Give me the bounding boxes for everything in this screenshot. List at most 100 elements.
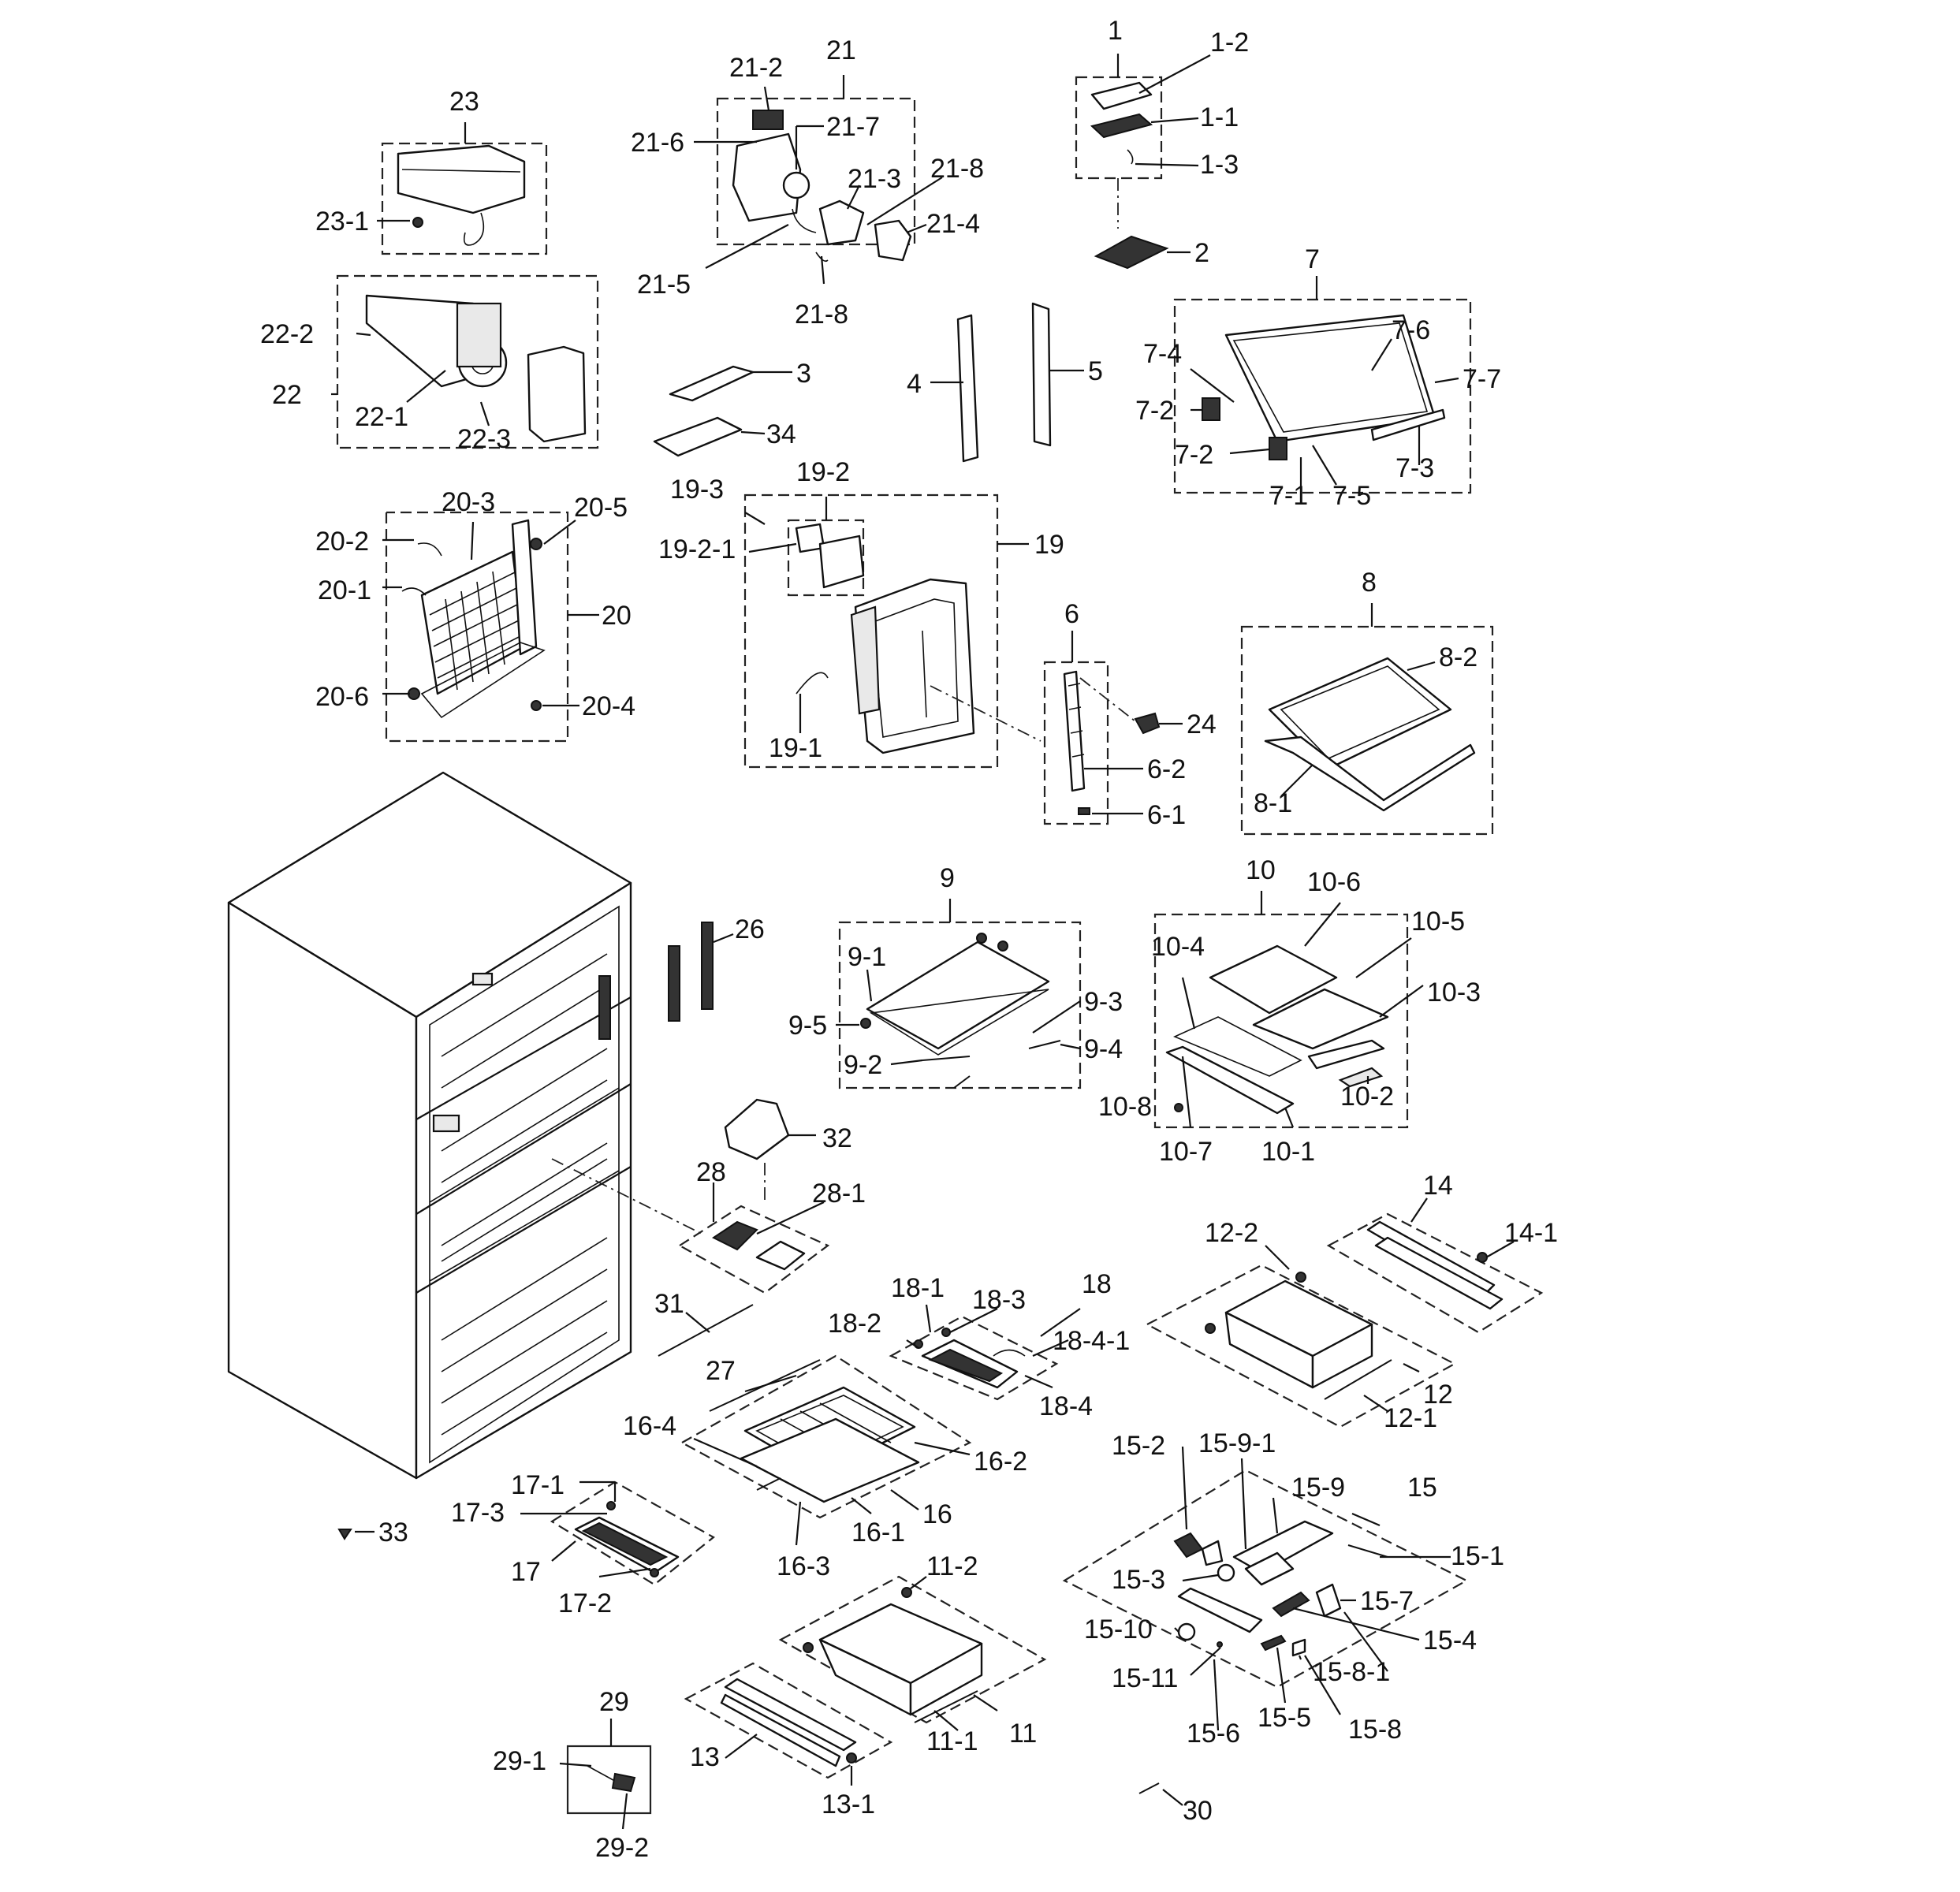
- group-6-box: [1043, 661, 1109, 825]
- shelf-10: [1165, 944, 1389, 1115]
- ice-bucket-auger-22: [365, 294, 508, 388]
- part-32: [724, 1098, 790, 1160]
- callout-21-6: 21-6: [631, 128, 684, 158]
- group-14-box: [1326, 1212, 1544, 1334]
- callout-15-8: 15-8: [1348, 1715, 1402, 1745]
- callout-6-2: 6-2: [1147, 754, 1186, 784]
- callout-7-4: 7-4: [1143, 339, 1182, 369]
- callout-13-1: 13-1: [822, 1790, 875, 1819]
- crisper-11: [803, 1587, 983, 1723]
- callout-20-4: 20-4: [582, 691, 635, 721]
- callout-19-3: 19-3: [670, 475, 724, 505]
- callout-1-1: 1-1: [1200, 102, 1239, 132]
- crisper-12: [1205, 1272, 1392, 1400]
- shelf-9: [860, 933, 1061, 1089]
- callout-26: 26: [735, 914, 765, 944]
- callout-10-4: 10-4: [1151, 932, 1205, 962]
- water-valve-assembly-21: [732, 110, 912, 263]
- callout-22-2: 22-2: [260, 319, 314, 349]
- callout-9: 9: [940, 863, 955, 893]
- callout-19-1: 19-1: [769, 733, 822, 763]
- callout-33: 33: [378, 1518, 408, 1547]
- part-24: [1134, 712, 1161, 735]
- callout-15-11: 15-11: [1112, 1663, 1178, 1693]
- group-29-box: [566, 1745, 652, 1815]
- callout-7-2b: 7-2: [1175, 440, 1213, 470]
- callout-15-10: 15-10: [1084, 1615, 1153, 1644]
- callout-28-1: 28-1: [812, 1179, 866, 1209]
- callout-21-8b: 21-8: [795, 300, 848, 330]
- group-23-box: [381, 142, 548, 255]
- shelf-7: [1202, 314, 1446, 460]
- water-filter-2: [1094, 235, 1169, 270]
- callout-28: 28: [696, 1157, 726, 1187]
- control-assembly-15: [1173, 1520, 1388, 1657]
- callout-21-5: 21-5: [637, 270, 691, 300]
- callout-29-2: 29-2: [595, 1833, 649, 1863]
- callout-15-8-1: 15-8-1: [1313, 1657, 1390, 1687]
- callout-19: 19: [1034, 530, 1064, 560]
- center-mullion-6: [1063, 670, 1090, 815]
- freezer-basket-16: [740, 1386, 920, 1503]
- callout-23: 23: [449, 87, 479, 117]
- door-trim-5: [1031, 302, 1052, 447]
- callout-9-2: 9-2: [844, 1050, 882, 1080]
- callout-17-2: 17-2: [558, 1588, 612, 1618]
- callout-9-5: 9-5: [788, 1011, 827, 1041]
- callout-24: 24: [1187, 710, 1217, 739]
- callout-14-1: 14-1: [1504, 1218, 1558, 1248]
- callout-20-3: 20-3: [442, 487, 495, 517]
- callout-15-7: 15-7: [1360, 1586, 1414, 1616]
- callout-7-3: 7-3: [1395, 453, 1434, 483]
- callout-9-1: 9-1: [848, 942, 886, 972]
- callout-10-8: 10-8: [1098, 1092, 1152, 1122]
- callout-20-1: 20-1: [318, 575, 371, 605]
- group-10-box: [1153, 913, 1409, 1129]
- callout-29: 29: [599, 1687, 629, 1717]
- callout-15-9: 15-9: [1291, 1473, 1345, 1503]
- callout-22: 22: [272, 380, 302, 410]
- fan-duct-19: [795, 523, 975, 754]
- callout-15-9-1: 15-9-1: [1198, 1428, 1276, 1458]
- callout-7-6: 7-6: [1392, 315, 1430, 345]
- callout-30: 30: [1183, 1796, 1213, 1826]
- callout-20: 20: [602, 601, 632, 631]
- callout-16: 16: [922, 1499, 952, 1529]
- part-18: [914, 1328, 1026, 1389]
- callout-8: 8: [1362, 568, 1377, 598]
- group-28-box: [677, 1205, 830, 1294]
- callout-18-4: 18-4: [1039, 1391, 1093, 1421]
- callout-20-5: 20-5: [574, 493, 628, 523]
- filter-cap-1: [1090, 81, 1153, 165]
- group-11-box: [778, 1575, 1047, 1724]
- part-34: [653, 416, 743, 457]
- callout-10-1: 10-1: [1261, 1137, 1315, 1167]
- callout-8-1: 8-1: [1254, 788, 1292, 818]
- rail-17: [574, 1501, 680, 1577]
- part-30: [1138, 1782, 1160, 1794]
- callout-18: 18: [1082, 1269, 1112, 1299]
- group-12-box: [1145, 1264, 1457, 1428]
- callout-21-4: 21-4: [926, 209, 980, 239]
- callout-1: 1: [1108, 16, 1123, 46]
- callout-6: 6: [1064, 599, 1079, 629]
- callout-19-2-1: 19-2-1: [658, 534, 736, 564]
- callout-17: 17: [511, 1557, 541, 1587]
- callout-21-3: 21-3: [848, 164, 901, 194]
- icemaker-23: [397, 144, 526, 246]
- callout-15: 15: [1407, 1473, 1437, 1503]
- group-16-box: [680, 1354, 972, 1519]
- refrigerator-cabinet: [227, 771, 632, 1480]
- callout-7: 7: [1305, 244, 1320, 274]
- callout-21: 21: [826, 35, 856, 65]
- callout-4: 4: [907, 369, 922, 399]
- callout-18-4-1: 18-4-1: [1053, 1326, 1130, 1356]
- callout-8-2: 8-2: [1439, 642, 1477, 672]
- callout-18-3: 18-3: [972, 1285, 1026, 1315]
- cover-13: [720, 1678, 857, 1767]
- callout-1-2: 1-2: [1210, 28, 1249, 58]
- part-28: [712, 1220, 806, 1271]
- callout-21-2: 21-2: [729, 53, 783, 83]
- callout-10-3: 10-3: [1427, 978, 1481, 1007]
